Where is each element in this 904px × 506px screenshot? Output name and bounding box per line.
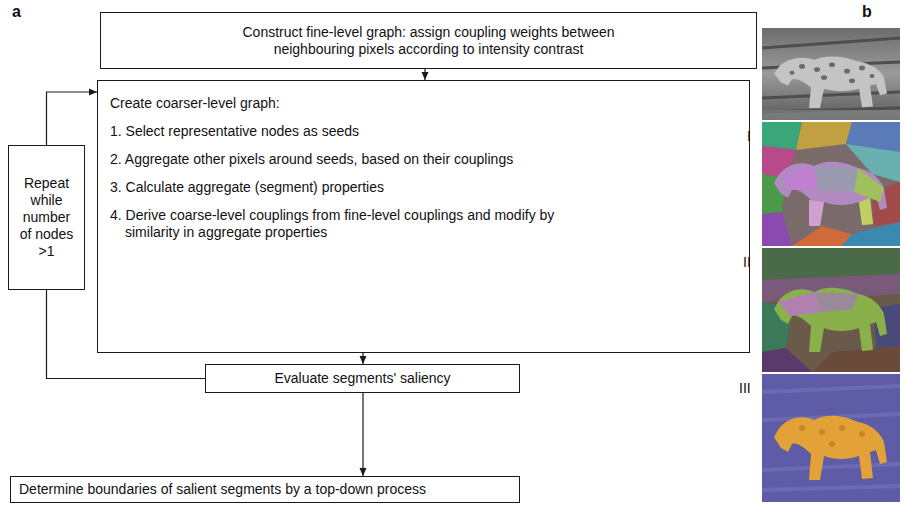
arrow-head bbox=[360, 356, 367, 364]
process-box: Evaluate segments' saliency bbox=[205, 364, 520, 393]
arrow-head bbox=[89, 89, 97, 96]
box-text: 3. Calculate aggregate (segment) propert… bbox=[110, 179, 384, 196]
box-text: Determine boundaries of salient segments… bbox=[19, 481, 426, 498]
photo-detail bbox=[762, 386, 900, 490]
connector-line bbox=[362, 393, 363, 476]
photo-detail bbox=[792, 226, 852, 246]
photo-detail bbox=[812, 346, 900, 372]
stage-numeral: III bbox=[739, 380, 751, 396]
photo-detail bbox=[799, 64, 805, 69]
photo-detail bbox=[762, 110, 900, 120]
photo-detail bbox=[790, 62, 875, 83]
box-text: 2. Aggregate other pixels around seeds, … bbox=[110, 151, 513, 168]
photo-detail bbox=[790, 71, 795, 75]
photo-detail bbox=[814, 67, 820, 72]
photo-detail bbox=[774, 416, 887, 480]
photo-detail bbox=[774, 288, 887, 352]
box-text: Construct fine-level graph: assign coupl… bbox=[209, 24, 649, 58]
photo-detail bbox=[859, 66, 865, 71]
photo-detail bbox=[762, 374, 900, 502]
photo-detail bbox=[762, 38, 900, 112]
connector-line bbox=[47, 92, 98, 145]
segmentation-fine bbox=[762, 122, 900, 246]
box-text: Evaluate segments' saliency bbox=[274, 370, 450, 387]
photo-detail bbox=[814, 166, 858, 192]
box-heading: Create coarser-level graph: bbox=[110, 95, 280, 112]
photo-detail bbox=[819, 429, 825, 435]
loop-box: Repeat while number of nodes >1 bbox=[8, 145, 85, 290]
photo-detail bbox=[814, 292, 858, 312]
photo-detail bbox=[859, 198, 873, 225]
photo-detail bbox=[762, 122, 900, 246]
photo-detail bbox=[799, 425, 805, 431]
box-text: 4. Derive coarse-level couplings from fi… bbox=[110, 207, 565, 241]
flow-connector bbox=[360, 393, 367, 476]
photo-detail bbox=[762, 28, 900, 120]
photo-detail bbox=[799, 425, 865, 447]
photo-detail bbox=[839, 425, 845, 431]
panel-letter: a bbox=[12, 4, 21, 20]
photo-detail bbox=[849, 78, 855, 83]
photo-detail bbox=[774, 57, 887, 108]
photo-detail bbox=[844, 69, 850, 74]
photo-detail bbox=[762, 348, 812, 372]
photo-detail bbox=[778, 292, 822, 316]
process-box: Determine boundaries of salient segments… bbox=[10, 476, 520, 503]
segmentation-final bbox=[762, 374, 900, 502]
grey-photo bbox=[762, 28, 900, 120]
photo-detail bbox=[762, 248, 900, 372]
photo-detail bbox=[774, 416, 887, 480]
photo-detail bbox=[821, 75, 827, 80]
photo-detail bbox=[762, 212, 792, 246]
flow-connector bbox=[47, 89, 98, 146]
panel-letter: b bbox=[862, 4, 872, 20]
photo-detail bbox=[842, 222, 900, 246]
box-text: Repeat while number of nodes >1 bbox=[15, 175, 78, 260]
stage-numeral: II bbox=[743, 254, 751, 270]
photo-detail bbox=[796, 122, 852, 150]
box-text: 1. Select representative nodes as seeds bbox=[110, 123, 359, 140]
photo-detail bbox=[829, 441, 835, 447]
process-box: Construct fine-level graph: assign coupl… bbox=[100, 12, 757, 69]
photo-detail bbox=[762, 122, 802, 150]
segmentation-mid bbox=[762, 248, 900, 372]
photo-detail bbox=[782, 166, 818, 190]
stage-numeral: I bbox=[747, 128, 751, 144]
photo-detail bbox=[854, 168, 884, 202]
photo-detail bbox=[859, 431, 865, 437]
process-box: Create coarser-level graph: 1. Select rep… bbox=[97, 80, 750, 353]
photo-detail bbox=[829, 62, 835, 67]
photo-detail bbox=[774, 57, 887, 108]
photo-detail bbox=[774, 162, 887, 226]
flow-connector bbox=[360, 353, 367, 364]
photo-detail bbox=[774, 162, 887, 226]
photo-detail bbox=[809, 200, 824, 226]
photo-detail bbox=[870, 74, 875, 78]
arrow-head bbox=[360, 468, 367, 476]
flow-connector bbox=[422, 69, 429, 80]
photo-detail bbox=[774, 288, 887, 352]
arrow-head bbox=[422, 72, 429, 80]
